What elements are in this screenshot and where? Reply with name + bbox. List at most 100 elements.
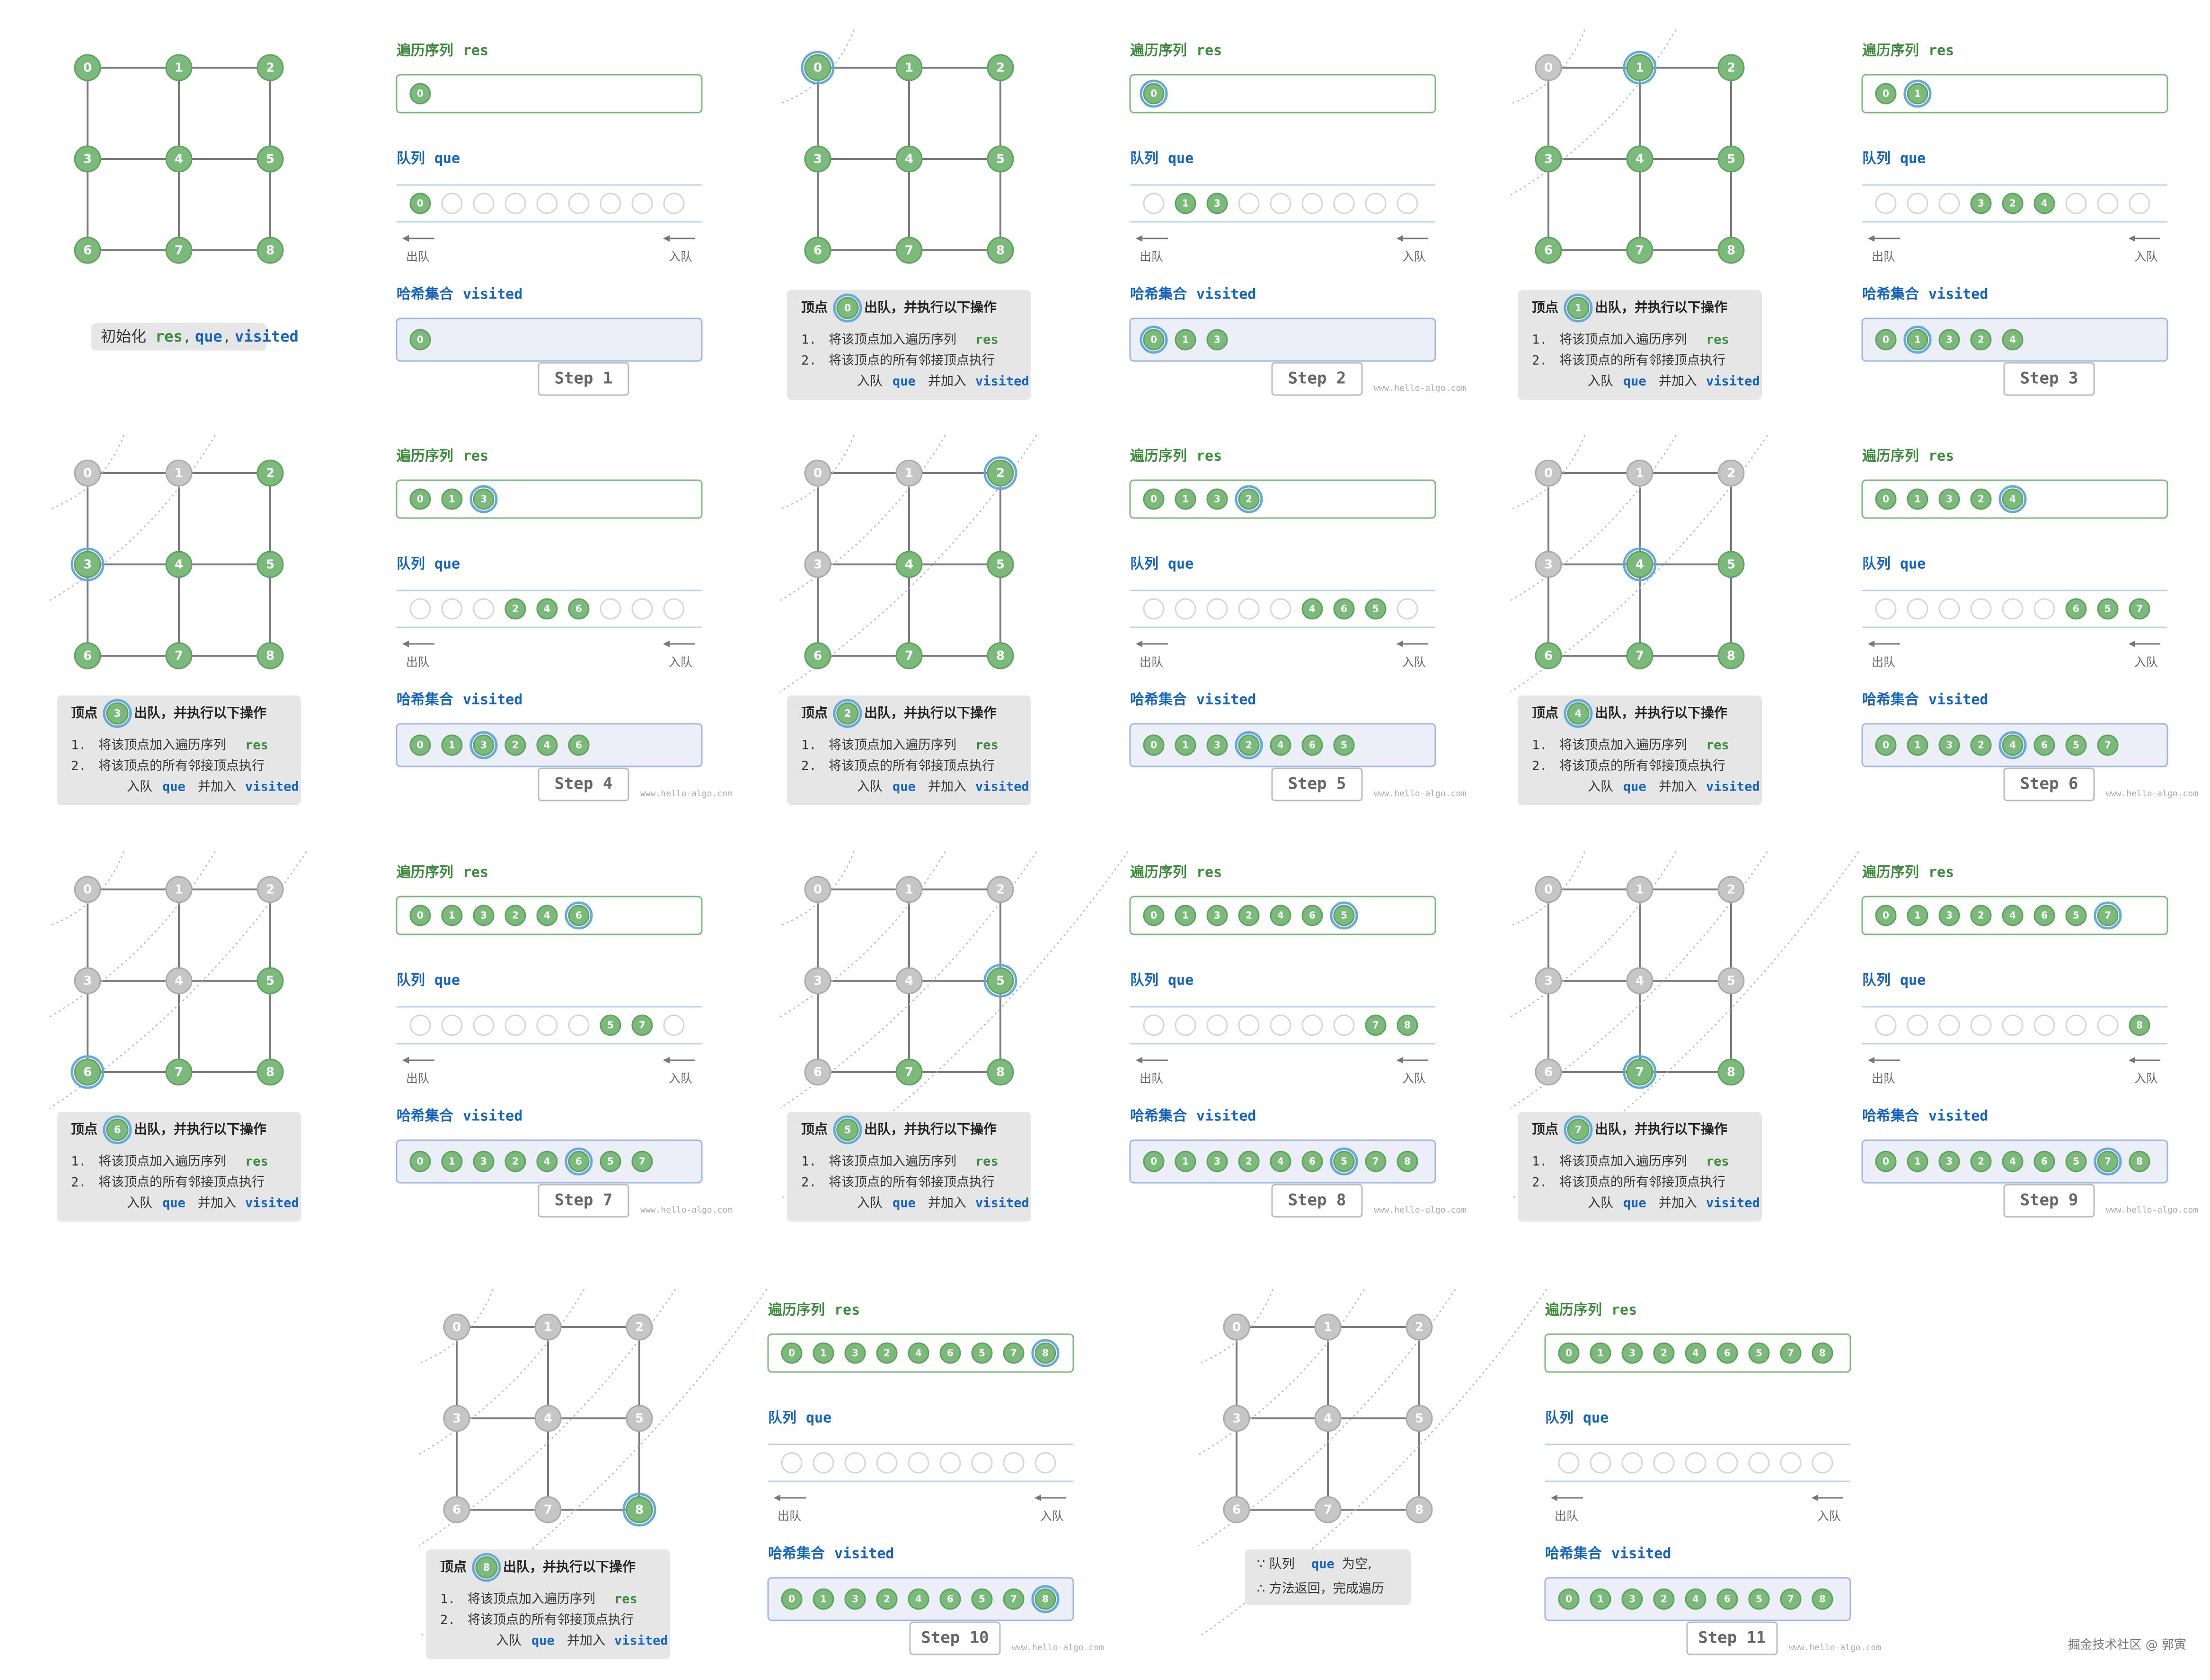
node-label: 0 — [788, 1593, 795, 1605]
graph-node-6: 6 — [74, 1058, 101, 1086]
dequeue-label: 出队 — [406, 655, 430, 669]
node-circle — [1780, 1342, 1802, 1364]
caption-action: 出队，并执行以下操作 — [864, 705, 997, 721]
empty-slot — [1365, 193, 1387, 214]
caption-op2b: 入队 — [1588, 374, 1613, 389]
visited-item: 2 — [1970, 734, 1992, 756]
caption-action: 出队，并执行以下操作 — [864, 299, 997, 315]
node-circle — [473, 488, 495, 510]
node-circle — [74, 54, 101, 81]
enqueue-arrowhead — [1397, 641, 1403, 647]
node-circle — [165, 459, 193, 487]
graph-node-0: 0 — [1535, 459, 1562, 487]
node-label: 7 — [639, 1156, 645, 1167]
node-circle — [939, 1588, 961, 1610]
node-label: 3 — [480, 493, 487, 505]
node-circle — [1938, 329, 1960, 351]
dequeue-label: 出队 — [1140, 1072, 1163, 1085]
node-label: 2 — [1727, 61, 1735, 75]
res-item: 0 — [409, 83, 431, 105]
node-label: 4 — [1277, 1156, 1284, 1167]
visited-title: 哈希集合 — [1130, 286, 1187, 303]
node-label: 7 — [2104, 1156, 2111, 1167]
caption-op2: 将该顶点的所有邻接顶点执行 — [829, 353, 995, 368]
node-circle — [504, 1151, 526, 1172]
node-circle — [1748, 1342, 1770, 1364]
node-label: 0 — [83, 883, 92, 897]
graph-node-8: 8 — [1406, 1496, 1433, 1523]
caption-op2b-mid: 并加入 — [567, 1634, 605, 1648]
node-circle — [1875, 83, 1897, 105]
current-ring — [1623, 51, 1657, 85]
visited-item: 7 — [1003, 1588, 1025, 1610]
caption-vertex: 顶点 — [71, 1121, 97, 1137]
node-circle — [2002, 329, 2024, 351]
node-circle — [1238, 905, 1260, 926]
node-circle — [1567, 1118, 1590, 1141]
caption-sep: , — [185, 327, 189, 345]
visited-item: 1 — [441, 1151, 463, 1172]
node-circle — [1535, 237, 1562, 264]
node-label: 2 — [1727, 466, 1735, 481]
node-circle — [165, 642, 193, 669]
visited-item: 6 — [1301, 734, 1323, 756]
queue-slot — [1397, 598, 1418, 620]
graph-node-1: 1 — [895, 876, 923, 903]
node-label: 8 — [2136, 1156, 2143, 1167]
graph-node-5: 5 — [1717, 145, 1745, 173]
node-label: 3 — [1946, 493, 1953, 505]
node-circle — [895, 642, 923, 669]
enqueue-arrowhead — [1034, 1495, 1041, 1501]
node-circle — [600, 1014, 621, 1036]
node-label: 4 — [544, 603, 550, 615]
node-label: 1 — [175, 61, 183, 75]
node-circle — [1907, 488, 1928, 510]
node-circle — [441, 488, 463, 510]
frontier-arc — [418, 1289, 585, 1455]
queue-slot — [409, 1014, 431, 1036]
dequeue-label: 出队 — [1140, 250, 1163, 264]
node-label: 6 — [1341, 603, 1347, 615]
empty-slot — [1301, 1014, 1323, 1036]
node-label: 4 — [1309, 603, 1316, 615]
empty-slot — [536, 193, 558, 214]
dequeue-arrowhead — [1868, 641, 1874, 647]
node-label: 2 — [512, 1156, 519, 1167]
graph-node-5: 5 — [626, 1405, 653, 1432]
queue-slot — [663, 598, 685, 620]
res-box — [1129, 74, 1436, 114]
node-circle — [1626, 551, 1653, 578]
empty-slot — [1907, 1014, 1928, 1036]
graph-node-3: 3 — [443, 1405, 470, 1432]
visited-item: 3 — [1206, 329, 1228, 351]
current-ring — [1564, 699, 1593, 728]
visited-title: 哈希集合 — [1545, 1546, 1602, 1562]
node-circle — [1558, 1342, 1580, 1364]
node-circle — [876, 1588, 898, 1610]
node-circle — [74, 1058, 101, 1086]
graph-node-1: 1 — [895, 54, 923, 81]
graph-node-3: 3 — [1535, 145, 1562, 173]
node-label: 4 — [175, 558, 183, 572]
node-circle — [2097, 1151, 2119, 1172]
node-circle — [1938, 734, 1960, 756]
node-label: 2 — [1978, 739, 1984, 751]
node-label: 2 — [512, 910, 519, 921]
node-circle — [1143, 488, 1165, 510]
graph-node-5: 5 — [256, 551, 284, 578]
empty-slot — [1875, 598, 1897, 620]
node-circle — [804, 237, 831, 264]
queue-slot — [1143, 598, 1165, 620]
graph-node-0: 0 — [74, 54, 101, 81]
frontier-arc — [1510, 851, 1585, 926]
graph-node-1: 1 — [1626, 54, 1653, 81]
visited-var: visited — [1611, 1546, 1671, 1562]
queue-item: 5 — [1365, 598, 1387, 620]
